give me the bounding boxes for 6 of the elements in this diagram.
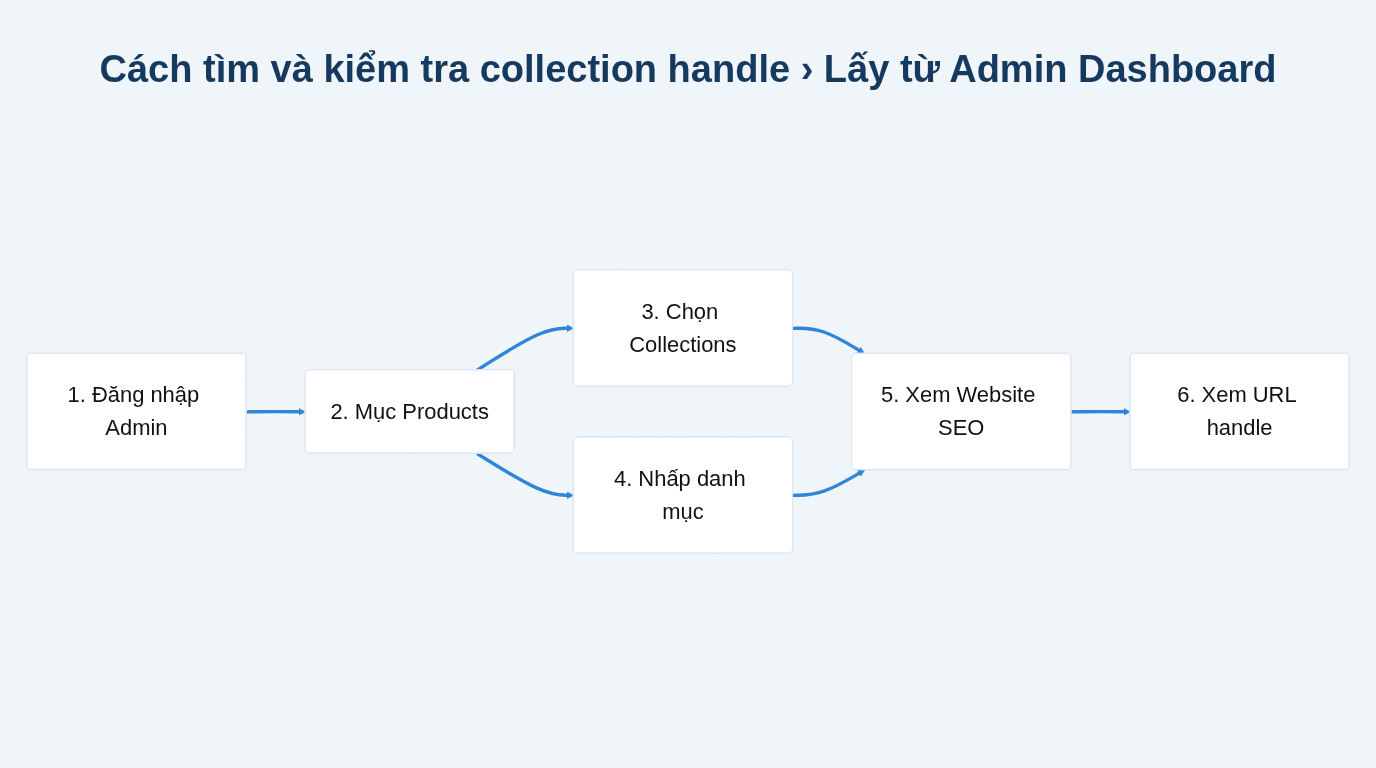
arrow [792,326,865,354]
arrow [1071,407,1131,416]
arrow [792,469,865,497]
title: Cách tìm và kiểm tra collection handle › Lấy từ Admin Dashboard [98,47,1278,92]
arrow [246,407,306,416]
arrow [476,451,574,499]
